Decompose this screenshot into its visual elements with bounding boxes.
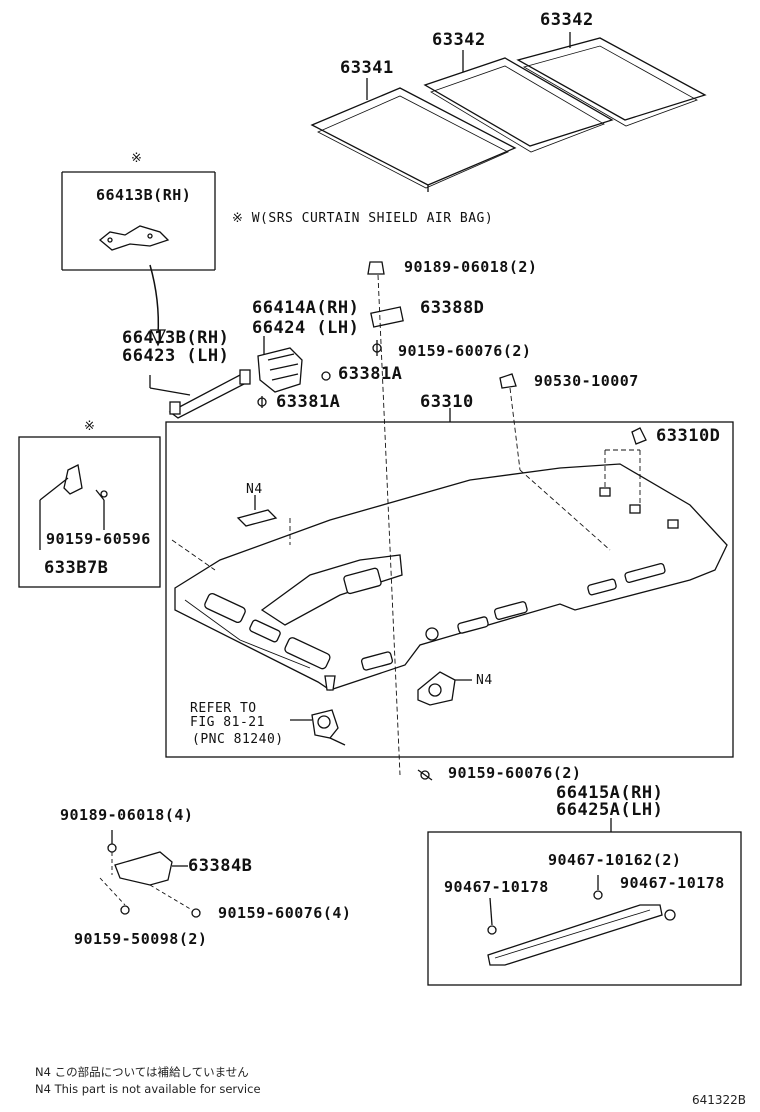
coat-hook-63388d xyxy=(370,306,404,356)
footer-note-english: N4 This part is not available for servic… xyxy=(35,1082,261,1096)
part-label-66423-lh: 66423 (LH) xyxy=(122,346,230,366)
part-label-90189-06018-4: 90189-06018(4) xyxy=(60,806,194,824)
assist-grip-66413b xyxy=(168,369,251,419)
figure-code: 641322B xyxy=(692,1093,747,1107)
srs-airbag-note: ※ W(SRS CURTAIN SHIELD AIR BAG) xyxy=(232,211,494,226)
grip-bracket-66414a xyxy=(257,347,303,393)
part-label-63341: 63341 xyxy=(340,58,394,78)
part-label-90159-60596: 90159-60596 xyxy=(46,530,151,548)
bracket-63384b xyxy=(114,851,173,886)
part-label-66413b-rh: 66413B(RH) xyxy=(122,328,230,348)
part-label-63342-middle: 63342 xyxy=(432,30,486,50)
part-label-90159-60076-2-top: 90159-60076(2) xyxy=(398,342,532,360)
part-label-63381a-left: 63381A xyxy=(276,392,341,412)
part-label-66415a: 66415A(RH) xyxy=(556,783,664,803)
part-label-63310: 63310 xyxy=(420,392,474,412)
part-label-63388d: 63388D xyxy=(420,298,485,318)
part-label-90530-10007: 90530-10007 xyxy=(534,372,639,390)
map-lamp-n4-top xyxy=(236,509,278,527)
garnish-66415a xyxy=(487,904,663,966)
part-label-66424: 66424 (LH) xyxy=(252,318,360,338)
part-label-633b7b: 633B7B xyxy=(44,558,109,578)
part-label-63342-right: 63342 xyxy=(540,10,594,30)
reference-line-1: REFER TO xyxy=(190,701,257,716)
part-label-90159-60076-4: 90159-60076(4) xyxy=(218,904,352,922)
part-label-63381a-right: 63381A xyxy=(338,364,403,384)
star-marker-top: ※ xyxy=(131,151,143,166)
part-label-66425a: 66425A(LH) xyxy=(556,800,664,820)
note-n4-top: N4 xyxy=(246,482,263,497)
silencer-pad-63342-right xyxy=(516,37,707,127)
part-label-63384b: 63384B xyxy=(188,856,253,876)
part-label-90159-60076-2-bottom: 90159-60076(2) xyxy=(448,764,582,782)
silencer-pad-63341 xyxy=(310,87,517,192)
footer-note-japanese: N4 この部品については補給していません xyxy=(35,1065,249,1079)
part-label-90467-10162-2: 90467-10162(2) xyxy=(548,851,682,869)
roof-headlining-63310 xyxy=(174,463,728,691)
part-label-90467-10178-right: 90467-10178 xyxy=(620,874,725,892)
part-label-90189-06018-2: 90189-06018(2) xyxy=(404,258,538,276)
reference-line-3: (PNC 81240) xyxy=(192,732,284,747)
reference-line-2: FIG 81-21 xyxy=(190,715,265,730)
note-n4-right: N4 xyxy=(476,673,493,688)
part-label-90159-50098-2: 90159-50098(2) xyxy=(74,930,208,948)
part-label-66414a: 66414A(RH) xyxy=(252,298,360,318)
bracket-66413b-detail xyxy=(98,225,170,251)
part-label-90467-10178-left: 90467-10178 xyxy=(444,878,549,896)
room-lamp-n4-right xyxy=(417,671,456,706)
reference-component xyxy=(311,709,346,746)
star-marker-left: ※ xyxy=(84,419,96,434)
silencer-pad-63342-middle xyxy=(423,57,614,153)
part-label-66413b-box: 66413B(RH) xyxy=(96,186,192,204)
part-label-63310d: 63310D xyxy=(656,426,721,446)
bracket-633b7b xyxy=(63,464,83,495)
